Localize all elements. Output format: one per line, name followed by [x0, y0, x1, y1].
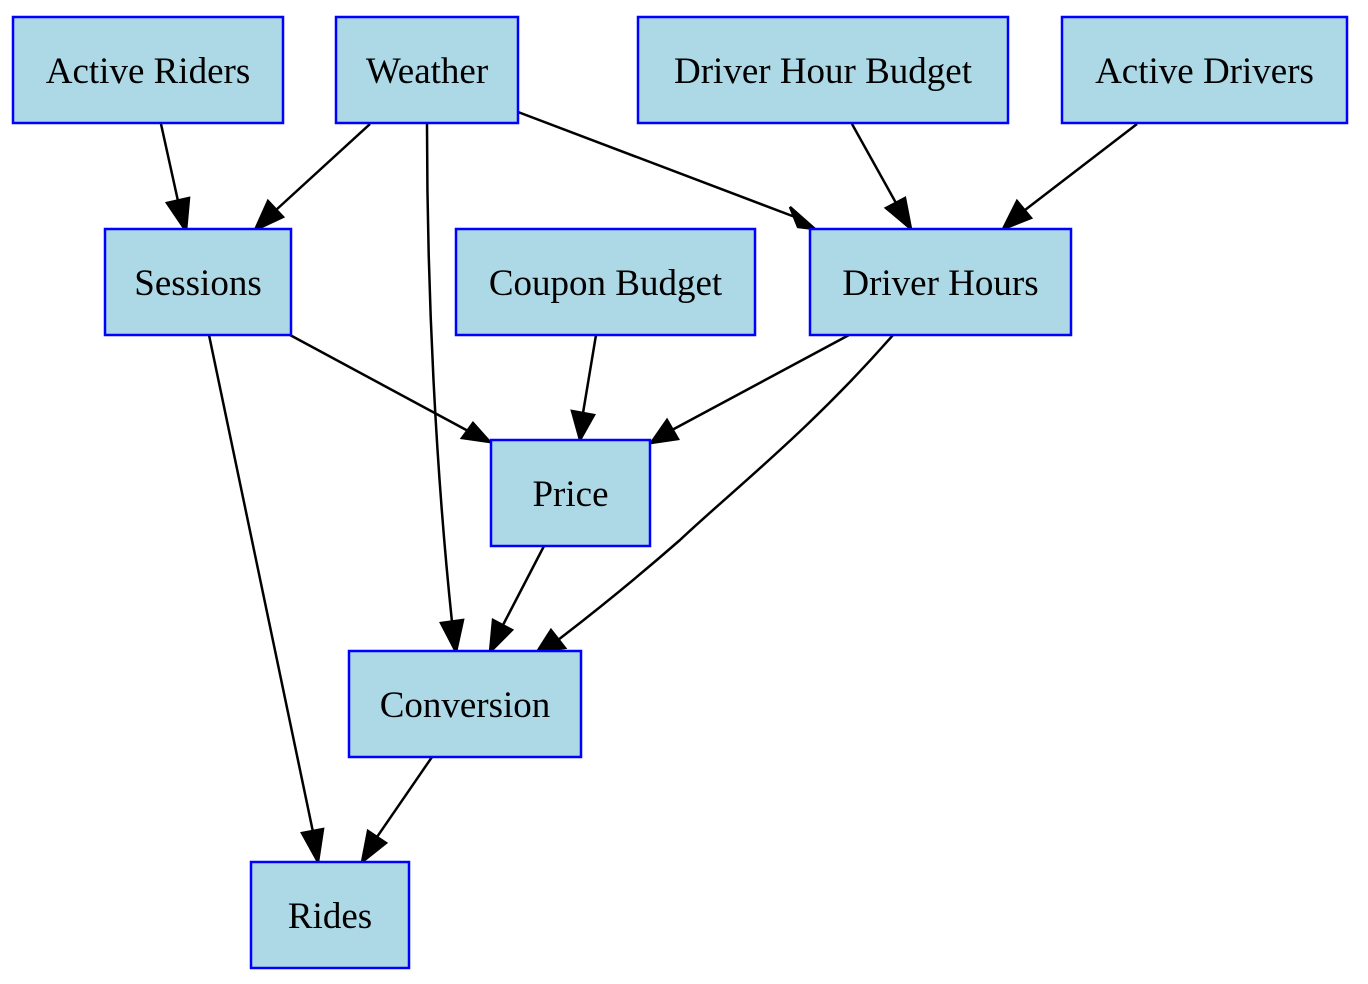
edge-line	[557, 334, 894, 641]
node-label: Active Riders	[46, 51, 250, 92]
node-box	[636, 15, 1010, 125]
nodes-layer: Active Riders Weather Driver Hour Budget Ac…	[11, 15, 1349, 970]
edge-sessions-to-rides	[207, 334, 325, 866]
node-label: Weather	[366, 51, 488, 92]
node-box	[249, 860, 411, 970]
node-box	[1060, 15, 1349, 125]
node-label: Coupon Budget	[489, 263, 723, 304]
edge-line	[1024, 123, 1138, 211]
node-box	[334, 15, 520, 125]
arrowhead	[488, 618, 515, 656]
edge-driver-hour-budget-to-driver-hours	[850, 123, 913, 233]
edge-line	[671, 333, 850, 432]
node-rides: Rides	[249, 860, 411, 970]
node-label: Rides	[288, 896, 372, 937]
edge-line	[425, 123, 454, 623]
arrowhead	[648, 417, 681, 445]
edge-price-to-conversion	[488, 545, 546, 656]
edge-line	[375, 756, 434, 838]
arrowhead	[439, 618, 465, 656]
edge-active-drivers-to-driver-hours	[1000, 123, 1138, 232]
arrowhead	[788, 206, 819, 231]
edge-line	[289, 333, 471, 434]
node-sessions: Sessions	[103, 227, 293, 337]
node-box	[454, 227, 757, 337]
edge-sessions-to-price	[289, 333, 494, 444]
node-label: Active Drivers	[1095, 51, 1314, 92]
node-weather: Weather	[334, 15, 520, 125]
edge-line	[517, 110, 796, 219]
edge-line	[501, 545, 546, 626]
edge-line	[275, 123, 371, 211]
edges-layer	[159, 110, 1138, 866]
edge-driver-hours-to-price	[648, 333, 850, 445]
node-price: Price	[489, 438, 652, 548]
edge-active-riders-to-sessions	[159, 123, 191, 235]
node-label: Conversion	[380, 685, 551, 726]
edge-weather-to-driver-hours	[517, 110, 819, 231]
node-label: Price	[532, 474, 608, 515]
node-active-drivers: Active Drivers	[1060, 15, 1349, 125]
node-driver-hour-budget: Driver Hour Budget	[636, 15, 1010, 125]
edge-line	[207, 334, 315, 833]
node-box	[103, 227, 293, 337]
arrowhead	[360, 828, 389, 866]
node-coupon-budget: Coupon Budget	[454, 227, 757, 337]
node-box	[808, 227, 1073, 337]
edge-weather-to-conversion	[425, 123, 465, 656]
node-box	[11, 15, 285, 125]
arrowhead	[252, 198, 286, 233]
node-box	[489, 438, 652, 548]
arrowhead	[570, 409, 596, 444]
edge-weather-to-sessions	[252, 123, 371, 233]
arrowhead	[300, 827, 325, 866]
node-label: Sessions	[134, 263, 261, 304]
edge-conversion-to-rides	[360, 756, 434, 866]
node-label: Driver Hours	[842, 263, 1038, 304]
arrowhead	[534, 627, 568, 654]
arrowhead	[164, 196, 191, 235]
arrowhead	[1000, 198, 1034, 232]
node-label: Driver Hour Budget	[674, 51, 973, 92]
arrowhead	[459, 421, 494, 444]
node-active-riders: Active Riders	[11, 15, 285, 125]
edge-line	[581, 334, 598, 414]
node-driver-hours: Driver Hours	[808, 227, 1073, 337]
arrowhead	[883, 196, 913, 233]
edge-line	[850, 123, 898, 204]
edge-line	[159, 123, 180, 202]
node-box	[347, 649, 583, 759]
node-conversion: Conversion	[347, 649, 583, 759]
edge-coupon-budget-to-price	[570, 334, 598, 444]
